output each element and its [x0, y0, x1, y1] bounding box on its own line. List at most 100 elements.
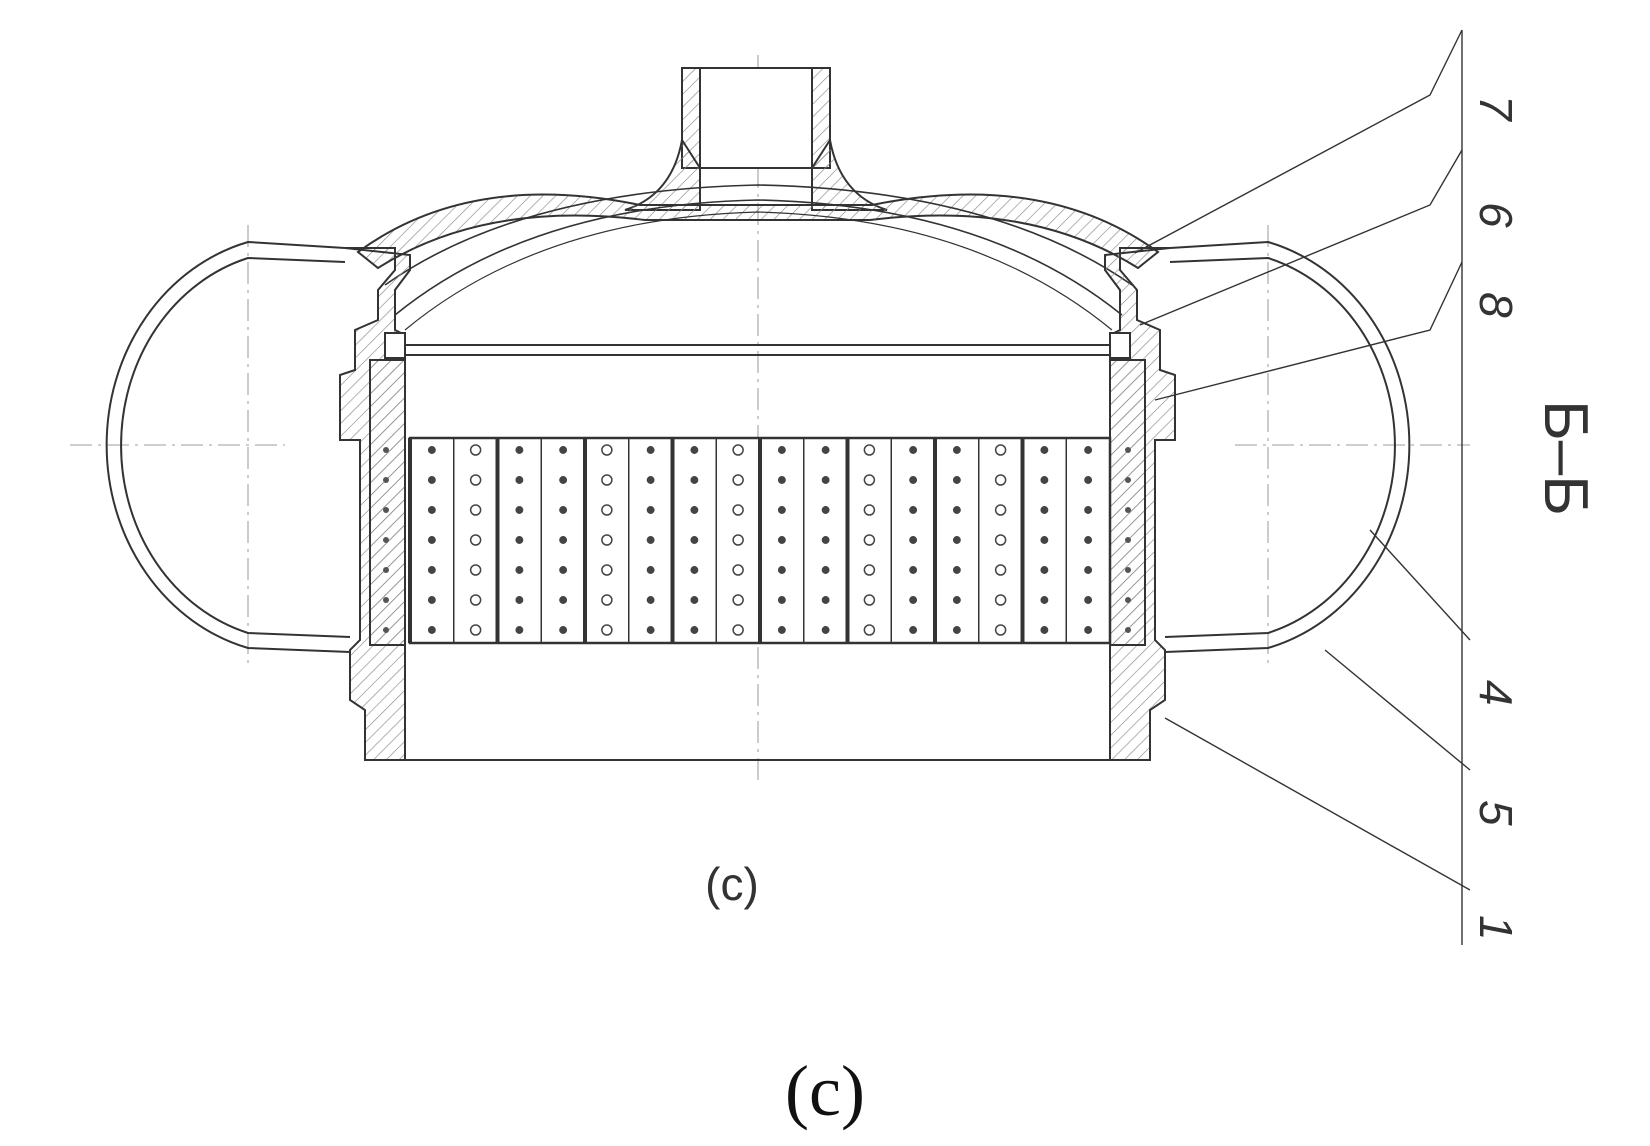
liner-hole — [1125, 627, 1131, 633]
perforation-hole — [515, 566, 524, 574]
perforation-hole — [646, 536, 655, 544]
perforation-hole — [1040, 596, 1049, 604]
perforation-hole — [427, 596, 436, 604]
perforation-hole — [515, 596, 524, 604]
perforation-hole — [1084, 626, 1093, 634]
left-torus — [105, 240, 351, 653]
perforation-hole — [601, 534, 613, 546]
perforation-hole — [559, 506, 568, 514]
top-nozzle — [624, 67, 888, 211]
outer-caption: (c) — [785, 1051, 865, 1131]
perforation-hole — [515, 446, 524, 454]
perforation-hole — [909, 536, 918, 544]
perforation-hole — [690, 626, 699, 634]
perforation-hole — [646, 566, 655, 574]
perforation-hole — [690, 476, 699, 484]
perforation-hole — [1084, 536, 1093, 544]
liner-hole — [383, 567, 389, 573]
perforation-hole — [821, 536, 830, 544]
leader-1 — [1164, 717, 1471, 891]
liner-hole — [1125, 447, 1131, 453]
liner-hole — [1125, 507, 1131, 513]
perforation-hole — [646, 476, 655, 484]
perforation-hole — [646, 506, 655, 514]
perforation-hole — [909, 566, 918, 574]
perforation-hole — [601, 594, 613, 606]
perforation-hole — [1084, 476, 1093, 484]
perforation-hole — [601, 444, 613, 456]
callout-numbers: 7 6 8 4 5 1 — [1470, 95, 1522, 941]
perforation-hole — [515, 506, 524, 514]
leader-7 — [1134, 29, 1463, 254]
callout-6: 6 — [1470, 202, 1522, 228]
liner-hole — [1125, 537, 1131, 543]
perforation-hole — [994, 504, 1007, 516]
callout-7: 7 — [1470, 95, 1522, 122]
perforation-hole — [909, 446, 918, 454]
perforation-hole — [732, 594, 744, 606]
perforation-hole — [690, 536, 699, 544]
perforation-hole — [601, 564, 613, 576]
perforation-hole — [601, 504, 613, 516]
perforation-hole — [777, 446, 786, 454]
right-torus — [1164, 240, 1411, 653]
perforation-hole — [777, 536, 786, 544]
liner-hole — [1125, 567, 1131, 573]
perforation-hole — [469, 504, 482, 516]
perforation-hole — [690, 566, 699, 574]
perforation-hole — [469, 564, 482, 576]
perforation-hole — [909, 626, 918, 634]
perforation-hole — [732, 504, 744, 516]
perforation-hole — [646, 596, 655, 604]
perforation-hole — [469, 444, 482, 456]
liner-hole — [1125, 477, 1131, 483]
perforation-hole — [821, 596, 830, 604]
perforation-hole — [559, 476, 568, 484]
perforation-hole — [952, 596, 961, 604]
perforation-hole — [821, 476, 830, 484]
perforation-hole — [646, 626, 655, 634]
perforation-hole — [909, 596, 918, 604]
perforation-hole — [777, 476, 786, 484]
liner-hole — [383, 477, 389, 483]
perforation-hole — [732, 444, 744, 456]
perforation-hole — [909, 476, 918, 484]
perforation-hole — [777, 566, 786, 574]
centerlines — [70, 55, 1470, 785]
callout-5: 5 — [1470, 800, 1522, 826]
perforation-hole — [559, 566, 568, 574]
perforation-hole — [1040, 476, 1049, 484]
perforation-hole — [427, 506, 436, 514]
perforation-hole — [559, 596, 568, 604]
liner-hole — [1125, 597, 1131, 603]
perforation-hole — [952, 446, 961, 454]
perforation-hole — [909, 506, 918, 514]
perforation-hole — [777, 626, 786, 634]
perforation-hole — [863, 534, 876, 546]
perforation-hole — [821, 506, 830, 514]
perforated-core — [408, 436, 1112, 645]
liner-hole — [383, 537, 389, 543]
perforation-hole — [1040, 626, 1049, 634]
perforation-hole — [994, 444, 1007, 456]
leader-5 — [1324, 649, 1471, 771]
inner-caption: (c) — [705, 858, 759, 910]
side-perforations — [383, 447, 1131, 633]
perforation-hole — [690, 596, 699, 604]
perforation-hole — [952, 506, 961, 514]
perforation-hole — [952, 476, 961, 484]
liner-hole — [383, 447, 389, 453]
perforation-hole — [427, 536, 436, 544]
perforation-hole — [821, 566, 830, 574]
perforation-hole — [515, 536, 524, 544]
perforation-hole — [1040, 566, 1049, 574]
perforation-hole — [732, 534, 744, 546]
perforation-hole — [559, 536, 568, 544]
perforation-hole — [1040, 446, 1049, 454]
perforation-hole — [515, 476, 524, 484]
perforation-hole — [863, 474, 876, 486]
perforation-hole — [863, 564, 876, 576]
perforation-hole — [952, 566, 961, 574]
perforation-hole — [601, 624, 613, 636]
